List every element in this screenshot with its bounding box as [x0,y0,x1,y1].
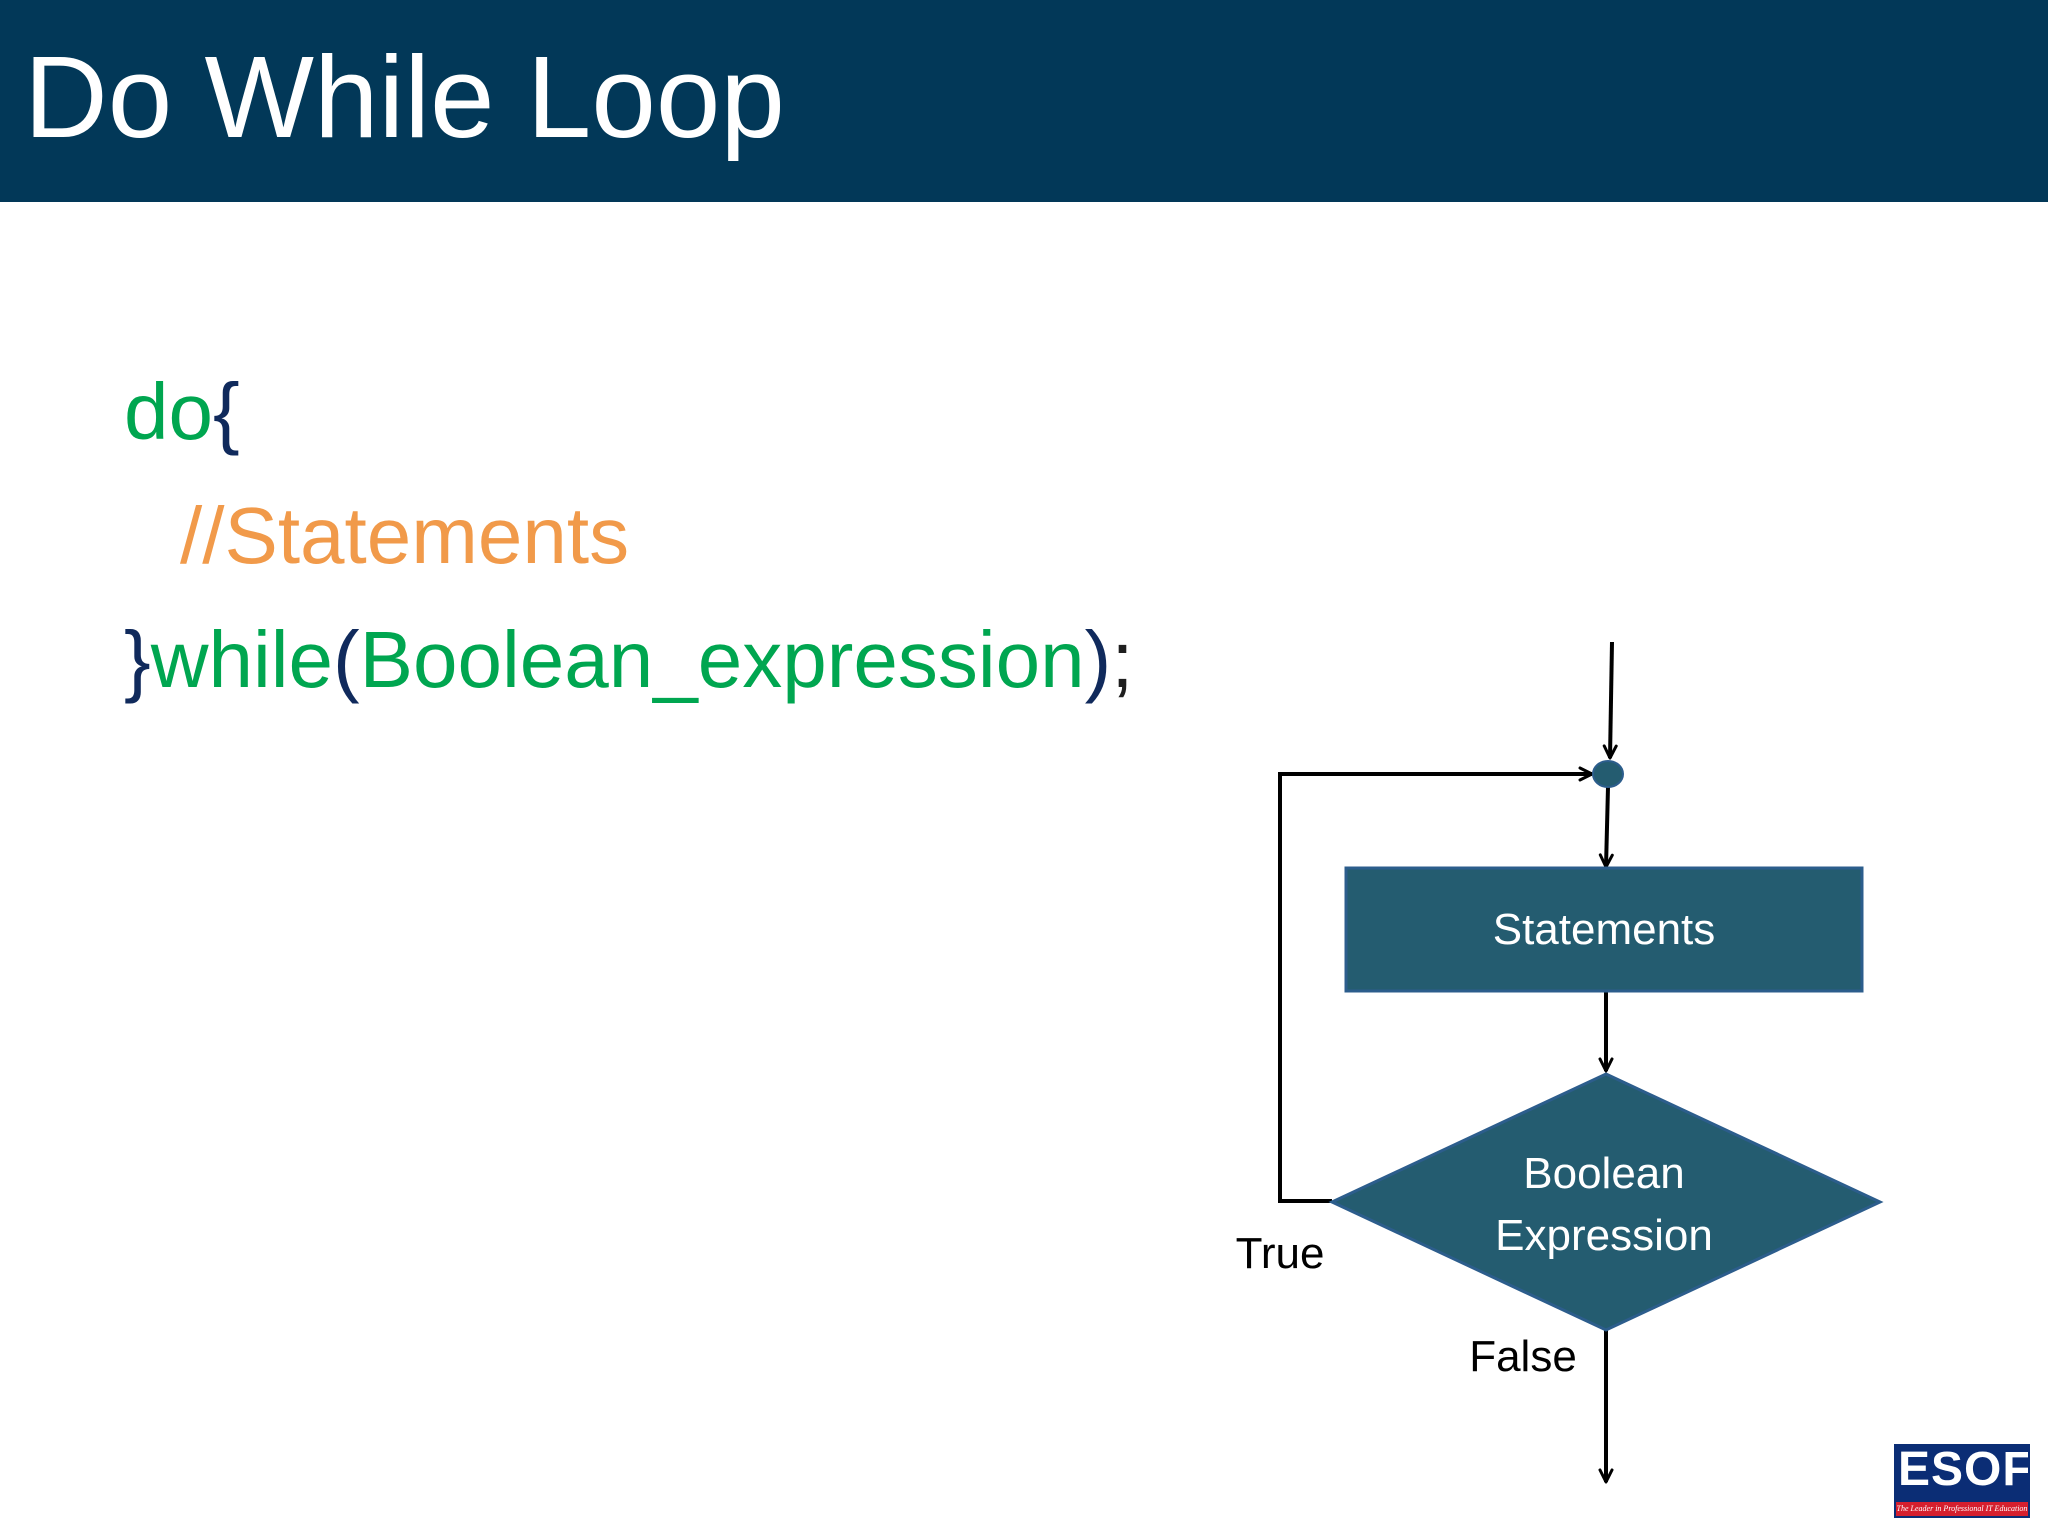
title-bar: Do While Loop [0,0,2048,202]
boolean-expression-code: Boolean_expression [359,615,1085,704]
entry-arrow [1602,641,1618,760]
decision-label-line2: Expression [1495,1211,1713,1260]
close-paren: ) [1084,615,1112,704]
statements-box-label: Statements [1493,905,1716,954]
statements-box [1344,866,1864,993]
code-line-do: do{ [124,372,240,452]
junction-to-statements-arrow [1598,786,1614,869]
close-brace: } [124,615,151,704]
loop-junction [1592,760,1624,788]
esoft-logo-tagline: The Leader in Professional IT Education [1896,1502,2028,1516]
slide-title: Do While Loop [24,32,785,162]
true-label: True [1236,1229,1325,1278]
semicolon: ; [1111,615,1134,704]
code-snippet: do{ //Statements }while(Boolean_expressi… [124,372,1134,772]
false-label: False [1469,1332,1577,1381]
code-line-while: }while(Boolean_expression); [124,620,1134,700]
open-paren: ( [333,615,360,704]
while-keyword: while [150,615,334,704]
true-loop-arrow [1278,766,1594,1203]
statements-comment: //Statements [180,491,630,580]
decision-label-line1: Boolean [1523,1149,1684,1198]
code-line-statements-comment: //Statements [180,496,629,576]
open-brace: { [212,367,240,456]
do-keyword: do [124,367,213,456]
decision-diamond [1328,1072,1884,1332]
